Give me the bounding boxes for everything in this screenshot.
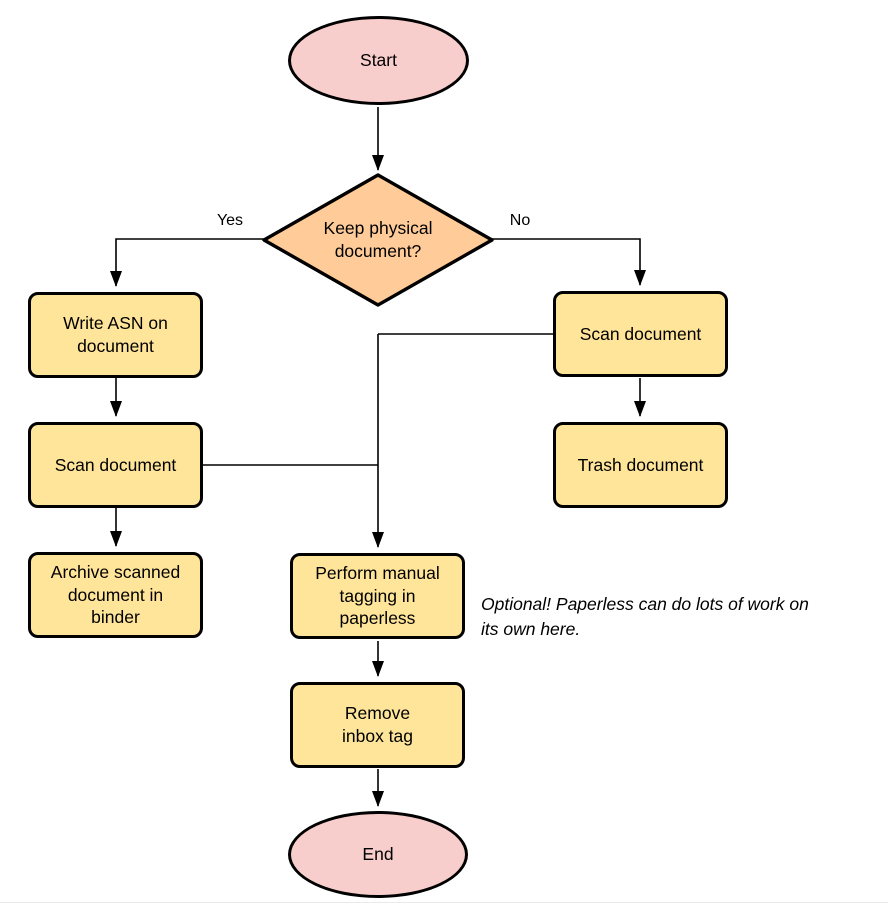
process-scan-document-right: Scan document [553,291,728,377]
process-trash-document: Trash document [553,422,728,508]
manual-tagging-label: Perform manual tagging in paperless [315,562,440,629]
edge-decision-yes-to-write-asn [110,238,264,287]
remove-inbox-tag-label: Remove inbox tag [341,703,414,746]
annotation-line-2: its own here. [481,619,581,639]
end-label: End [362,844,394,865]
start-label: Start [360,50,397,71]
scan-document-right-label: Scan document [579,323,702,344]
process-remove-inbox-tag: Remove inbox tag [290,682,465,768]
process-write-asn: Write ASN on document [28,292,203,378]
edge-decision-no-to-scan-right [492,238,646,286]
edge-label-yes: Yes [208,212,252,230]
scan-document-left-label: Scan document [54,454,177,475]
annotation-line-1: Optional! Paperless can do lots of work … [481,594,809,614]
annotation-optional-note: Optional! Paperless can do lots of work … [481,592,888,642]
start-node: Start [288,16,469,105]
decision-label: Keep physical document? [323,218,433,261]
trash-document-label: Trash document [577,454,704,475]
edge-label-no: No [498,212,542,230]
write-asn-label: Write ASN on document [63,313,168,356]
process-archive-in-binder: Archive scanned document in binder [28,552,203,638]
page-bottom-edge [0,902,888,903]
end-node: End [288,811,468,898]
decision-diamond-shape [262,173,494,307]
archive-in-binder-label: Archive scanned document in binder [50,561,181,628]
process-manual-tagging: Perform manual tagging in paperless [290,553,465,639]
process-scan-document-left: Scan document [28,422,203,508]
decision-keep-physical-node: Keep physical document? [278,175,478,305]
